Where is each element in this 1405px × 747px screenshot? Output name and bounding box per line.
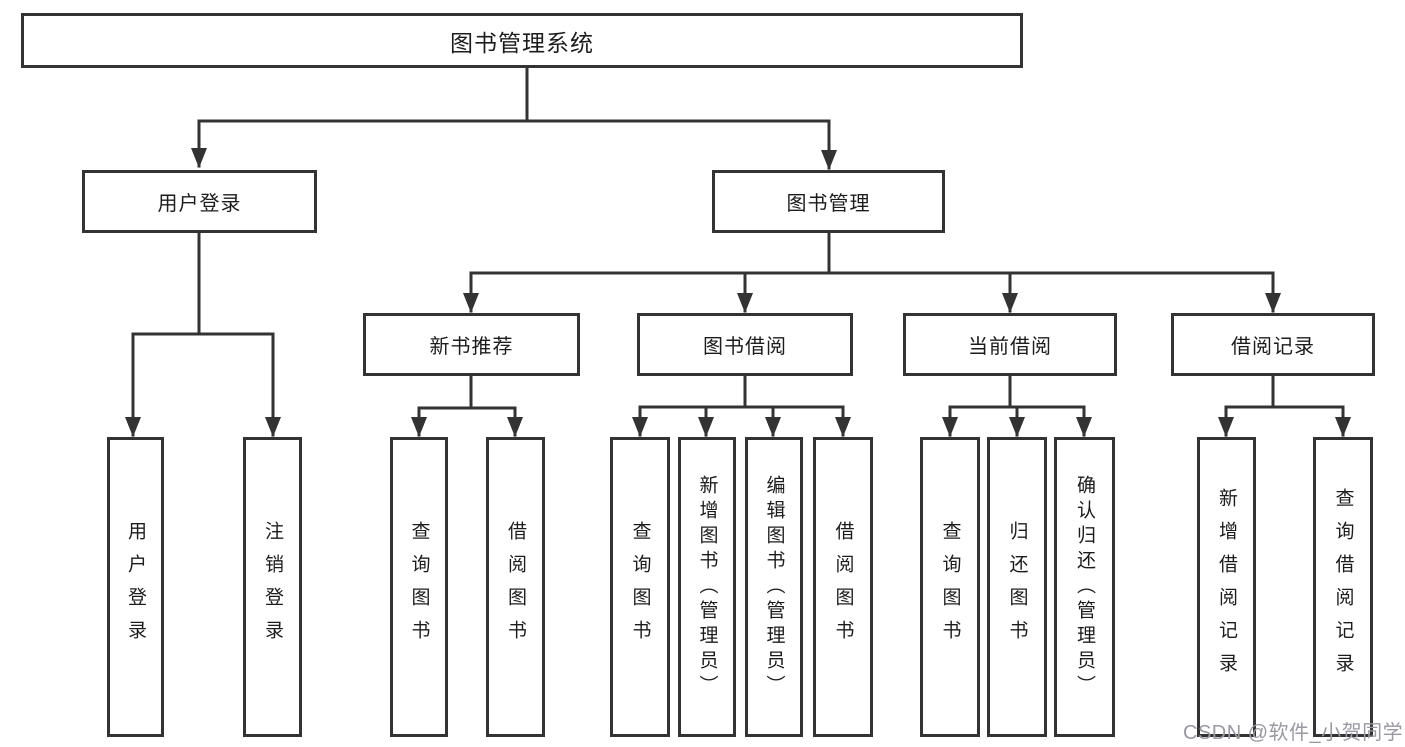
watermark: CSDN @软件_小贺同学: [1183, 722, 1404, 744]
leaf-add-borrow-record: 新增借阅记录: [1197, 437, 1256, 737]
node-current-borrowing: 当前借阅: [903, 313, 1117, 376]
leaf-add-books-admin: 新增图书（管理员）: [678, 437, 736, 737]
leaf-query-books-current: 查询图书: [920, 437, 980, 737]
node-label: 图书管理: [786, 193, 871, 215]
leaf-confirm-return-admin: 确认归还（管理员）: [1054, 437, 1115, 737]
leaf-label: 新增借阅记录: [1216, 488, 1237, 686]
leaf-borrow-books-recommend: 借阅图书: [486, 437, 545, 737]
leaf-label: 确认归还（管理员）: [1074, 474, 1095, 700]
node-label: 图书管理系统: [450, 29, 594, 56]
leaf-return-books: 归还图书: [987, 437, 1047, 737]
leaf-label: 编辑图书（管理员）: [763, 474, 785, 700]
leaf-query-books-recommend: 查询图书: [390, 437, 448, 737]
leaf-label: 查询图书: [629, 521, 651, 653]
leaf-label: 注销登录: [262, 521, 283, 653]
node-new-book-recommendation: 新书推荐: [363, 313, 580, 376]
node-borrowing-records: 借阅记录: [1171, 313, 1375, 376]
node-book-borrowing: 图书借阅: [637, 313, 853, 376]
node-library-management-system: 图书管理系统: [21, 13, 1023, 68]
node-label: 借阅记录: [1231, 336, 1315, 358]
leaf-query-borrow-record: 查询借阅记录: [1313, 437, 1373, 737]
node-book-management: 图书管理: [712, 170, 945, 233]
leaf-edit-books-admin: 编辑图书（管理员）: [745, 437, 803, 737]
node-user-login: 用户登录: [82, 170, 317, 233]
leaf-label: 借阅图书: [505, 521, 526, 653]
node-label: 新书推荐: [429, 336, 514, 358]
leaf-label: 归还图书: [1006, 521, 1028, 653]
leaf-borrow-books: 借阅图书: [813, 437, 873, 737]
leaf-query-books-borrowing: 查询图书: [610, 437, 670, 737]
node-label: 图书借阅: [703, 336, 787, 358]
leaf-logout: 注销登录: [243, 437, 302, 737]
node-label: 用户登录: [157, 193, 242, 215]
leaf-label: 查询借阅记录: [1332, 488, 1354, 686]
leaf-user-login: 用户登录: [107, 437, 164, 737]
leaf-label: 查询图书: [939, 521, 961, 653]
leaf-label: 查询图书: [408, 521, 430, 653]
leaf-label: 借阅图书: [832, 521, 854, 653]
leaf-label: 用户登录: [125, 521, 146, 653]
leaf-label: 新增图书（管理员）: [696, 474, 718, 700]
node-label: 当前借阅: [968, 336, 1052, 358]
